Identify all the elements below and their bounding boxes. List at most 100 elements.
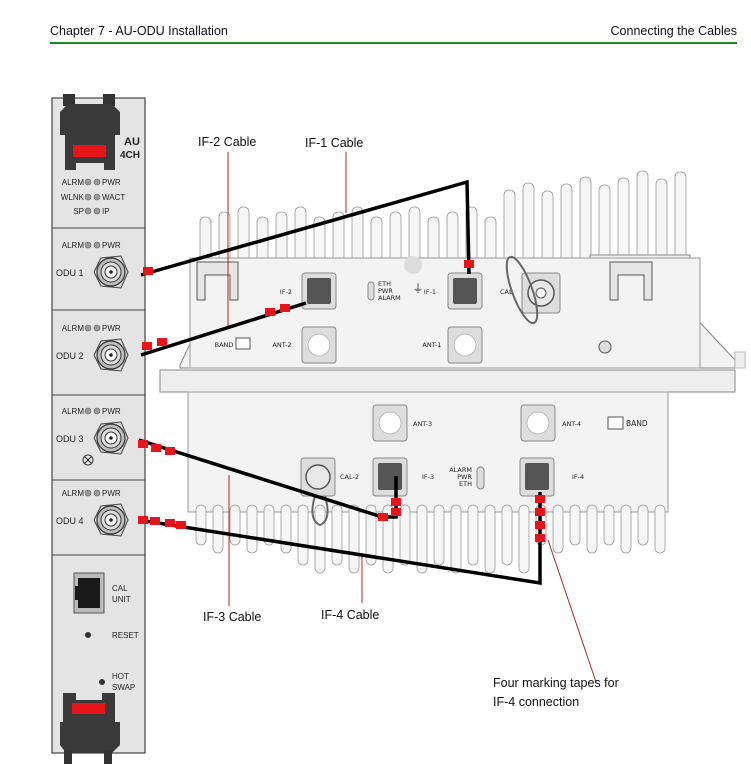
odu-alrm-led-icon	[84, 407, 92, 415]
fin	[314, 504, 326, 574]
marking-tape-if4	[535, 508, 545, 516]
ant2-label: ANT-2	[272, 341, 291, 349]
led-sp-icon	[84, 207, 92, 215]
if3-label: IF-3	[422, 473, 434, 481]
fin	[348, 504, 360, 574]
fin	[294, 206, 307, 267]
led-label-wact: WACT	[102, 193, 125, 202]
odu-pwr-led-icon	[93, 324, 101, 332]
led-alarm-label-bottom: ALARM	[449, 466, 472, 474]
reset-label: RESET	[112, 631, 139, 640]
hot-swap-led-icon	[99, 679, 105, 685]
cal-label-top: CAL	[500, 288, 513, 296]
odu-led-label-alrm: ALRM	[62, 489, 85, 498]
ant2-connector[interactable]	[301, 326, 337, 364]
marking-tape-if3	[391, 508, 401, 516]
callout-if4-cable: IF-4 Cable	[321, 608, 379, 622]
led-label-wlnk: WLNK	[61, 193, 85, 202]
top-ejector-handle[interactable]	[60, 94, 120, 170]
cal-unit-label-1: CAL	[112, 584, 128, 593]
fin	[674, 171, 687, 267]
led-eth-label-top: ETH	[378, 280, 391, 288]
marking-tape-if4	[138, 516, 148, 524]
tnc-connector-icon[interactable]	[93, 421, 129, 455]
fin	[522, 182, 535, 267]
fin	[484, 504, 496, 574]
cal2-connector[interactable]	[300, 457, 336, 527]
chapter-title: Chapter 7 - AU-ODU Installation	[50, 24, 228, 38]
fin	[586, 504, 598, 554]
cal-unit-label-2: UNIT	[112, 595, 131, 604]
odu-led-label-alrm: ALRM	[62, 241, 85, 250]
fin	[501, 504, 513, 566]
fin	[560, 183, 573, 267]
if4-connector[interactable]	[519, 457, 555, 497]
marking-tape-if4	[535, 521, 545, 529]
fin	[467, 504, 479, 566]
marking-tape-if4	[165, 519, 175, 527]
ground-screw-icon	[598, 340, 612, 354]
led-alarm-label-top: ALARM	[378, 294, 401, 302]
marking-tape-if4	[535, 495, 545, 503]
ant3-label: ANT-3	[413, 420, 432, 428]
led-ip-icon	[93, 207, 101, 215]
callout-if2-cable: IF-2 Cable	[198, 135, 256, 149]
odu-unit: IF-2 IF-1 ANT-2 ANT-1 BAND ETH PWR ALARM…	[159, 170, 746, 574]
section-title: Connecting the Cables	[610, 24, 737, 38]
cal-connector-top[interactable]	[501, 254, 561, 327]
led-eth-label-bottom: ETH	[459, 480, 472, 488]
cal-unit-port[interactable]	[73, 572, 105, 614]
ant1-connector[interactable]	[447, 326, 483, 364]
fin	[280, 504, 292, 554]
fin	[365, 504, 377, 566]
fin	[433, 504, 445, 566]
marking-tapes	[138, 260, 545, 542]
marking-tape-if2	[142, 342, 152, 350]
odu3-ground-screw-icon	[82, 454, 94, 466]
ant3-connector[interactable]	[372, 404, 408, 442]
tnc-connector-icon[interactable]	[93, 338, 129, 372]
led-window-bottom	[476, 466, 485, 490]
odu-alrm-led-icon	[84, 241, 92, 249]
page-header: Chapter 7 - AU-ODU Installation Connecti…	[50, 22, 737, 44]
marking-tape-if3	[151, 444, 161, 452]
if3-cable	[138, 438, 398, 519]
fin	[382, 504, 394, 574]
bottom-ejector-handle[interactable]	[60, 693, 120, 764]
odu-led-label-alrm: ALRM	[62, 324, 85, 333]
led-alrm-icon	[84, 178, 92, 186]
tnc-connector-icon[interactable]	[93, 255, 129, 289]
marking-tape-if4	[150, 517, 160, 525]
hot-swap-label-1: HOT	[112, 672, 129, 681]
if1-connector[interactable]	[447, 272, 483, 310]
fin	[331, 504, 343, 566]
marking-tape-if4	[176, 521, 186, 529]
marking-tape-if3	[138, 440, 148, 448]
ant4-connector[interactable]	[520, 404, 556, 442]
marking-tape-if3	[165, 447, 175, 455]
fin	[637, 504, 649, 546]
led-pwr-label-top: PWR	[378, 287, 393, 295]
panel-title-4ch: 4CH	[120, 150, 140, 161]
fin	[450, 504, 462, 574]
if1-cable	[140, 179, 471, 277]
tnc-connector-icon[interactable]	[93, 503, 129, 537]
if2-connector[interactable]	[301, 272, 337, 310]
fin	[503, 189, 516, 267]
marking-tape-if3	[391, 498, 401, 506]
panel-title-au: AU	[124, 136, 140, 148]
fin	[195, 504, 207, 546]
if3-connector[interactable]	[372, 457, 408, 497]
status-leds: ALRM PWR WLNK WACT SP IP	[61, 178, 125, 216]
reset-button[interactable]	[85, 632, 91, 638]
leader-marking-tapes	[547, 539, 597, 683]
marking-tape-if1	[464, 260, 474, 268]
band-label-bottom: BAND	[626, 419, 648, 428]
ant4-label: ANT-4	[562, 420, 581, 428]
fin	[541, 190, 554, 267]
